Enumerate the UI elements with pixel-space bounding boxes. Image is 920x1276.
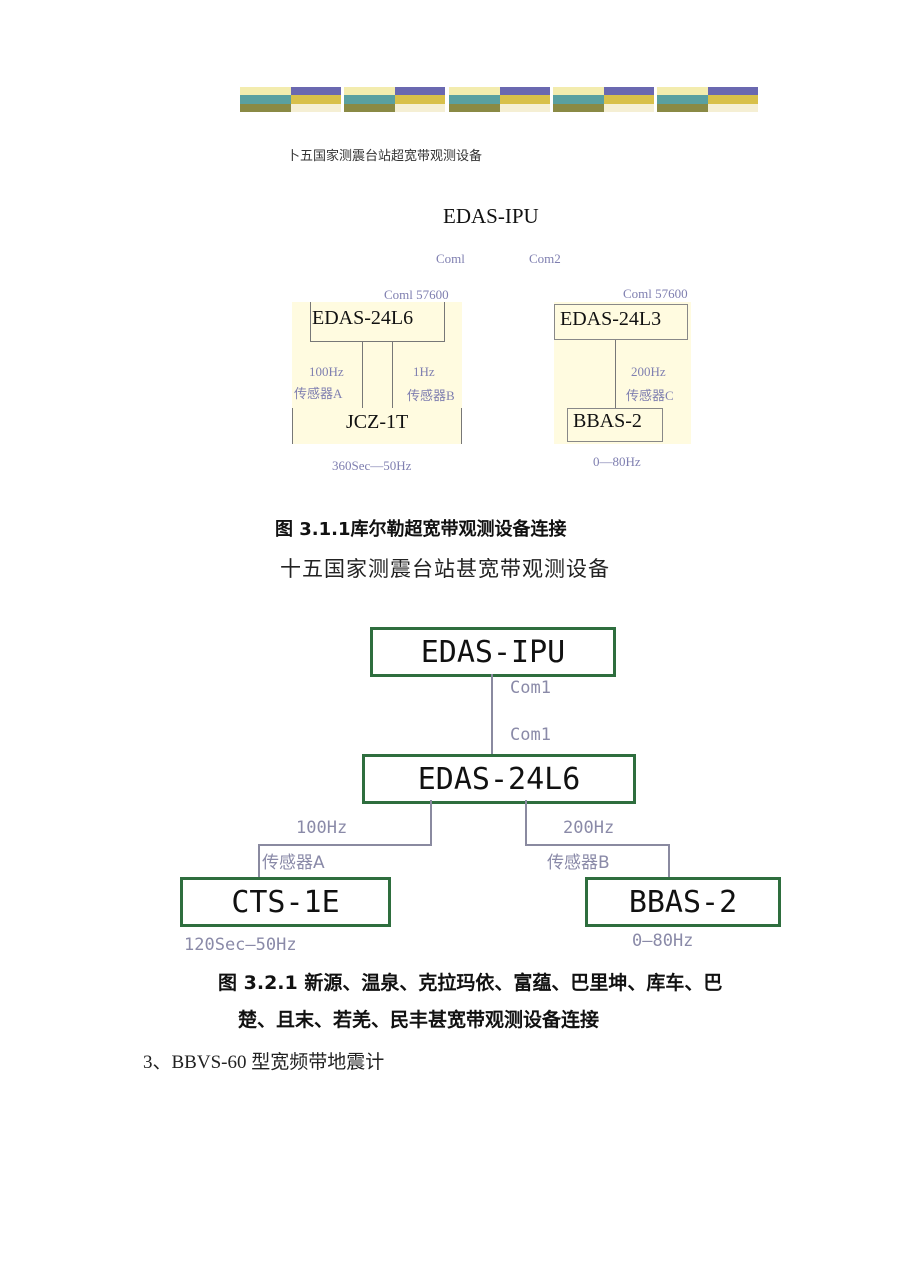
band-segment [344,87,445,112]
section3-heading: 3、BBVS-60 型宽频带地震计 [143,1052,385,1073]
bbas-2-box: BBAS-2 [573,410,642,432]
com2-label: Com2 [529,251,561,266]
cts-1e-box: CTS-1E [180,877,391,927]
edas-24l6-box: EDAS-24L6 [312,307,414,329]
sensor-a-label: 传感器A [294,386,343,401]
connector-line [525,800,527,845]
com1-label: Coml [436,251,465,266]
sensor-a-label: 传感器A [262,853,325,873]
left-freq-range: 360Sec—50Hz [332,458,412,473]
connector-line [392,342,393,408]
header-caption: 卜五国家测震台站超宽带观测设备 [287,149,483,164]
connector-line [430,800,432,845]
bbas-2-frame [567,408,663,442]
connector-line [258,844,432,846]
band-segment [449,87,550,112]
right-group-background [554,302,691,444]
connector-line [444,302,445,342]
sensor-b-hz: 1Hz [413,364,435,379]
edas-24l6-box: EDAS-24L6 [362,754,636,804]
com1-upper-label: Com1 [510,678,551,698]
edas-24l3-box: EDAS-24L3 [560,308,662,330]
edas-ipu-box: EDAS-IPU [370,627,616,677]
connector-line [525,844,670,846]
sensor-a-hz: 100Hz [309,364,344,379]
connector-line [362,342,363,408]
connector-line [668,844,670,878]
section-title: 十五国家测震台站甚宽带观测设备 [280,557,610,581]
connector-line [491,674,493,754]
left-hz-label: 100Hz [296,818,348,838]
figure1-caption: 图 3.1.1库尔勒超宽带观测设备连接 [275,515,567,541]
bbas-2-box: BBAS-2 [585,877,781,927]
connector-line [310,302,311,342]
figure2-text-line1: 新源、温泉、克拉玛依、富蕴、巴里坤、库车、巴 [304,972,723,994]
connector-line [258,844,260,878]
right-baud-rate: Coml 57600 [623,286,688,301]
sensor-b-label: 传感器B [547,853,610,873]
right-freq-range: 0—80Hz [632,931,694,951]
connector-line [615,340,616,408]
left-baud-rate: Coml 57600 [384,287,449,302]
diagram1-title: EDAS-IPU [443,204,539,228]
jcz-1t-box: JCZ-1T [346,411,409,433]
connector-line [292,408,293,444]
figure2-caption-line2: 楚、且末、若羌、民丰甚宽带观测设备连接 [238,1009,600,1031]
band-segment [553,87,654,112]
left-freq-range: 120Sec—50Hz [184,935,297,955]
connector-line [461,408,462,444]
left-group-background [292,302,462,444]
com1-lower-label: Com1 [510,725,551,745]
figure2-caption-line1: 图 3.2.1 新源、温泉、克拉玛依、富蕴、巴里坤、库车、巴 [218,968,722,995]
figure2-prefix: 图 [218,972,238,994]
edas-24l3-frame [554,304,688,340]
figure1-number: 3.1.1 [299,519,351,540]
sensor-c-hz: 200Hz [631,364,666,379]
sensor-b-label: 传感器B [407,388,455,403]
right-freq-range: 0—80Hz [593,454,641,469]
right-hz-label: 200Hz [563,818,615,838]
sensor-c-label: 传感器C [626,388,674,403]
band-segment [657,87,758,112]
figure1-text: 库尔勒超宽带观测设备连接 [350,519,567,540]
figure2-number: 3.2.1 [243,972,298,994]
band-segment [240,87,341,112]
figure1-prefix: 图 [275,519,293,540]
connector-line [310,341,444,342]
